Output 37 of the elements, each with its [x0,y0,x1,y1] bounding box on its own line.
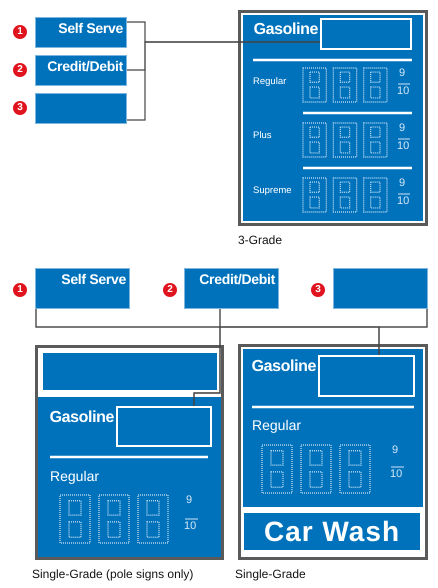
connector-line [378,309,428,355]
price-fraction-digit: 9 [186,495,192,506]
price-fraction-digit: 10 [390,469,402,480]
price-fraction-digit: 10 [397,141,410,152]
callout-number: 2 [13,63,27,77]
price-fraction-digit: 10 [184,521,196,532]
price-fraction-digit: 9 [399,178,406,189]
price-fraction-digit: 10 [397,86,410,97]
header-panel [43,353,217,390]
sign-strip: Credit/Debit [184,268,279,309]
price-fraction-digit: 9 [399,123,406,134]
callout-number: 2 [163,283,177,297]
price-fraction-digit: 9 [392,445,398,456]
grade-name: Supreme [253,186,292,196]
sign-heading: Gasoline [50,410,114,426]
callout-number: 1 [13,25,27,39]
callout-number: 3 [13,101,27,115]
sign-strip [35,93,127,124]
connector-line [127,41,320,121]
callout-number: 1 [13,283,27,297]
sign-strip: Self Serve [35,17,127,48]
callout-number: 3 [311,283,325,297]
sign-strip: Self Serve [35,268,130,309]
sign-heading: Gasoline [254,22,318,38]
sign-strip [333,268,428,309]
price-fraction-digit: 9 [399,68,406,79]
grade-name: Regular [252,418,302,432]
sign-title: Single-Grade (pole signs only) [32,567,194,581]
grade-name: Regular [253,77,286,86]
grade-name: Plus [253,131,272,140]
grade-name: Regular [50,469,100,483]
sign-heading: Gasoline [252,359,316,375]
sign-title: Single-Grade [235,567,306,581]
car-wash-panel: Car Wash [244,513,420,550]
price-fraction-digit: 10 [397,196,410,207]
sign-strip: Credit/Debit [35,55,127,86]
sign-title: 3-Grade [238,233,282,247]
